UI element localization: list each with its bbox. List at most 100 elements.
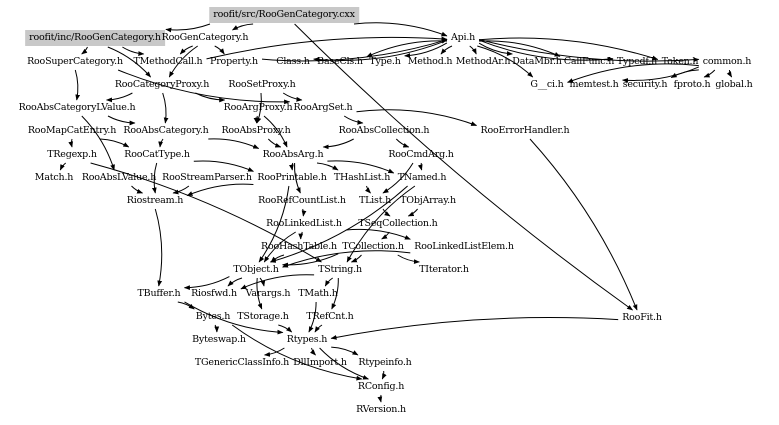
node-class[interactable]: Class.h: [276, 56, 310, 67]
node-tgenericclassinfo[interactable]: TGenericClassInfo.h: [194, 357, 290, 368]
edge-api-to-typedf: [478, 39, 614, 62]
node-titerator[interactable]: TIterator.h: [419, 264, 469, 275]
edge-rooabsproxy-to-rooabsarg: [267, 138, 282, 148]
node-roohashtable[interactable]: RooHashTable.h: [261, 241, 337, 252]
edge-common-to-fproto: [703, 69, 716, 78]
node-cxx[interactable]: roofit/src/RooGenCategory.cxx: [209, 7, 359, 23]
edge-property-to-api: [261, 38, 448, 62]
node-rooabscategorylvalue[interactable]: RooAbsCategoryLValue.h: [18, 102, 136, 113]
node-tnamed[interactable]: TNamed.h: [397, 172, 447, 183]
node-rooargset[interactable]: RooArgSet.h: [293, 102, 353, 113]
node-roolinkedlistelem[interactable]: RooLinkedListElem.h: [414, 241, 514, 252]
node-api[interactable]: Api.h: [450, 32, 476, 43]
node-roogencategory[interactable]: RooGenCategory.h: [161, 32, 249, 43]
node-tbuffer[interactable]: TBuffer.h: [137, 288, 181, 299]
node-datambr[interactable]: DataMbr.h: [512, 56, 562, 67]
node-rooabscollection[interactable]: RooAbsCollection.h: [338, 125, 430, 136]
edge-thashlist-to-tlist: [365, 185, 371, 194]
edge-api-to-class: [313, 39, 448, 63]
node-rooabsproxy[interactable]: RooAbsProxy.h: [221, 125, 291, 136]
node-rooargproxy[interactable]: RooArgProxy.h: [223, 102, 293, 113]
node-global[interactable]: global.h: [715, 79, 753, 90]
node-thashlist[interactable]: THashList.h: [333, 172, 391, 183]
node-roofit[interactable]: RooFit.h: [622, 312, 662, 323]
node-rtypeinfo[interactable]: Rtypeinfo.h: [358, 357, 412, 368]
edge-api-to-basecls: [366, 40, 447, 58]
node-tmath[interactable]: TMath.h: [298, 288, 338, 299]
node-rooerrorhandler[interactable]: RooErrorHandler.h: [480, 125, 570, 136]
node-tstring[interactable]: TString.h: [318, 264, 362, 275]
edge-roocategoryproxy-to-rooabscategorylvalue: [106, 92, 133, 103]
node-dllimport[interactable]: DllImport.h: [293, 357, 347, 368]
edge-tregexp-to-tstring: [90, 162, 322, 263]
edge-rooargproxy-to-rooabsarg: [263, 115, 288, 148]
node-roorefcountlist[interactable]: RooRefCountList.h: [258, 195, 346, 206]
edge-common-to-global: [726, 69, 733, 78]
edge-tseqcollection-to-tcollection: [381, 231, 390, 240]
node-type[interactable]: Type.h: [369, 56, 401, 67]
node-method[interactable]: Method.h: [407, 56, 453, 67]
edge-tcollection-to-titerator: [397, 254, 420, 264]
node-riosfwd[interactable]: Riosfwd.h: [191, 288, 237, 299]
node-rooabslvalue[interactable]: RooAbsLValue.h: [81, 172, 157, 183]
node-roosupercategory[interactable]: RooSuperCategory.h: [27, 56, 123, 67]
edge-roogencategory-to-roocategoryproxy: [168, 45, 198, 78]
edge-inc-to-roosupercategory: [81, 46, 88, 55]
node-tstorage[interactable]: TStorage.h: [237, 311, 289, 322]
edge-rooargset-to-rooerrorhandler: [356, 109, 478, 126]
edge-roostreamparser-to-riostream: [172, 185, 190, 195]
edge-rooabsarg-to-tnamed: [327, 160, 395, 174]
edge-tstorage-to-rtypes: [278, 324, 293, 333]
node-rooprintable[interactable]: RooPrintable.h: [257, 172, 327, 183]
node-g-ci[interactable]: G__ci.h: [530, 79, 564, 90]
edge-roolinkedlist-to-tobject: [263, 231, 296, 263]
edge-rooerrorhandler-to-roofit: [529, 138, 638, 311]
node-roostreamparser[interactable]: RooStreamParser.h: [162, 172, 252, 183]
node-methodar[interactable]: MethodAr.h: [455, 56, 511, 67]
node-bytes[interactable]: Bytes.h: [195, 311, 231, 322]
node-tmethodcall[interactable]: TMethodCall.h: [133, 56, 203, 67]
node-roosetproxy[interactable]: RooSetProxy.h: [228, 79, 296, 90]
node-rooabsarg[interactable]: RooAbsArg.h: [262, 149, 324, 160]
node-tobjarray[interactable]: TObjArray.h: [400, 195, 456, 206]
node-roolinkedlist[interactable]: RooLinkedList.h: [266, 218, 342, 229]
node-callfunc[interactable]: CallFunc.h: [563, 56, 615, 67]
edge-rooargproxy-to-rooabsproxy: [253, 115, 259, 124]
node-security[interactable]: security.h: [622, 79, 668, 90]
node-tseqcollection[interactable]: TSeqCollection.h: [358, 218, 438, 229]
node-varargs[interactable]: Varargs.h: [245, 288, 291, 299]
edge-bytes-to-byteswap: [214, 324, 220, 333]
node-roocategoryproxy[interactable]: RooCategoryProxy.h: [114, 79, 210, 90]
node-rversion[interactable]: RVersion.h: [356, 404, 406, 415]
edge-api-to-type: [404, 42, 448, 58]
edge-tmethodcall-to-api: [206, 36, 448, 60]
edge-tlist-to-tseqcollection: [382, 208, 391, 217]
node-tcollection[interactable]: TCollection.h: [342, 241, 404, 252]
node-fproto[interactable]: fproto.h: [673, 79, 711, 90]
node-common[interactable]: common.h: [702, 56, 752, 67]
node-rooabscategory[interactable]: RooAbsCategory.h: [123, 125, 209, 136]
node-property[interactable]: Property.h: [210, 56, 258, 67]
node-tlist[interactable]: TList.h: [358, 195, 392, 206]
node-basecls[interactable]: BaseCls.h: [317, 56, 363, 67]
node-trefcnt[interactable]: TRefCnt.h: [306, 311, 354, 322]
node-rtypes[interactable]: Rtypes.h: [286, 334, 328, 345]
node-memtest[interactable]: memtest.h: [569, 79, 619, 90]
node-roocattype[interactable]: RooCatType.h: [124, 149, 190, 160]
node-tregexp[interactable]: TRegexp.h: [47, 149, 97, 160]
edge-inc-to-tmethodcall: [122, 46, 145, 56]
node-roocmdarg[interactable]: RooCmdArg.h: [388, 149, 454, 160]
node-rconfig[interactable]: RConfig.h: [357, 381, 405, 392]
node-tobject[interactable]: TObject.h: [233, 264, 279, 275]
node-inc[interactable]: roofit/inc/RooGenCategory.h: [25, 30, 165, 46]
node-token[interactable]: Token.h: [661, 56, 699, 67]
node-byteswap[interactable]: Byteswap.h: [192, 334, 246, 345]
node-match[interactable]: Match.h: [34, 172, 74, 183]
edge-api-to-methodar: [469, 45, 477, 55]
edge-cxx-to-api: [353, 22, 448, 37]
edge-tmath-to-rtypes: [308, 301, 317, 333]
node-typedf[interactable]: Typedf.h: [616, 56, 658, 67]
node-roomapcatentry[interactable]: RooMapCatEntry.h: [27, 125, 117, 136]
edge-roolinkedlist-to-roolinkedlistelem: [345, 228, 411, 240]
node-riostream[interactable]: Riostream.h: [126, 195, 184, 206]
